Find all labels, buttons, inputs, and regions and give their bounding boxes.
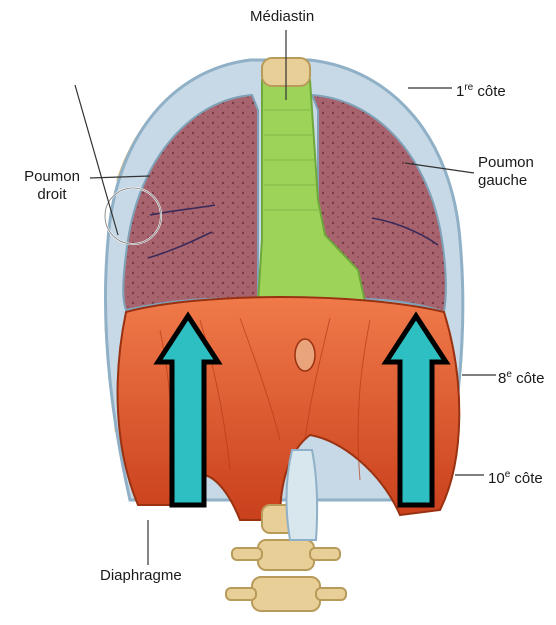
label-poumon-droit: Poumon droit <box>12 168 92 204</box>
label-cote-10: 10e côte <box>488 466 543 488</box>
aorta <box>286 450 317 540</box>
cote-10-word: côte <box>510 470 543 487</box>
label-cote-8: 8e côte <box>498 366 544 388</box>
label-poumon-gauche: Poumon gauche <box>478 154 556 190</box>
label-cote-1: 1re côte <box>456 79 506 101</box>
cote-10-number: 10 <box>488 470 505 487</box>
cote-1-word: côte <box>473 83 506 100</box>
label-mediastin: Médiastin <box>250 8 314 26</box>
central-tendon <box>295 339 315 371</box>
label-diaphragme: Diaphragme <box>100 567 182 585</box>
detail-pointer <box>75 85 118 235</box>
cote-8-word: côte <box>512 370 545 387</box>
cote-1-suffix: re <box>464 82 473 93</box>
